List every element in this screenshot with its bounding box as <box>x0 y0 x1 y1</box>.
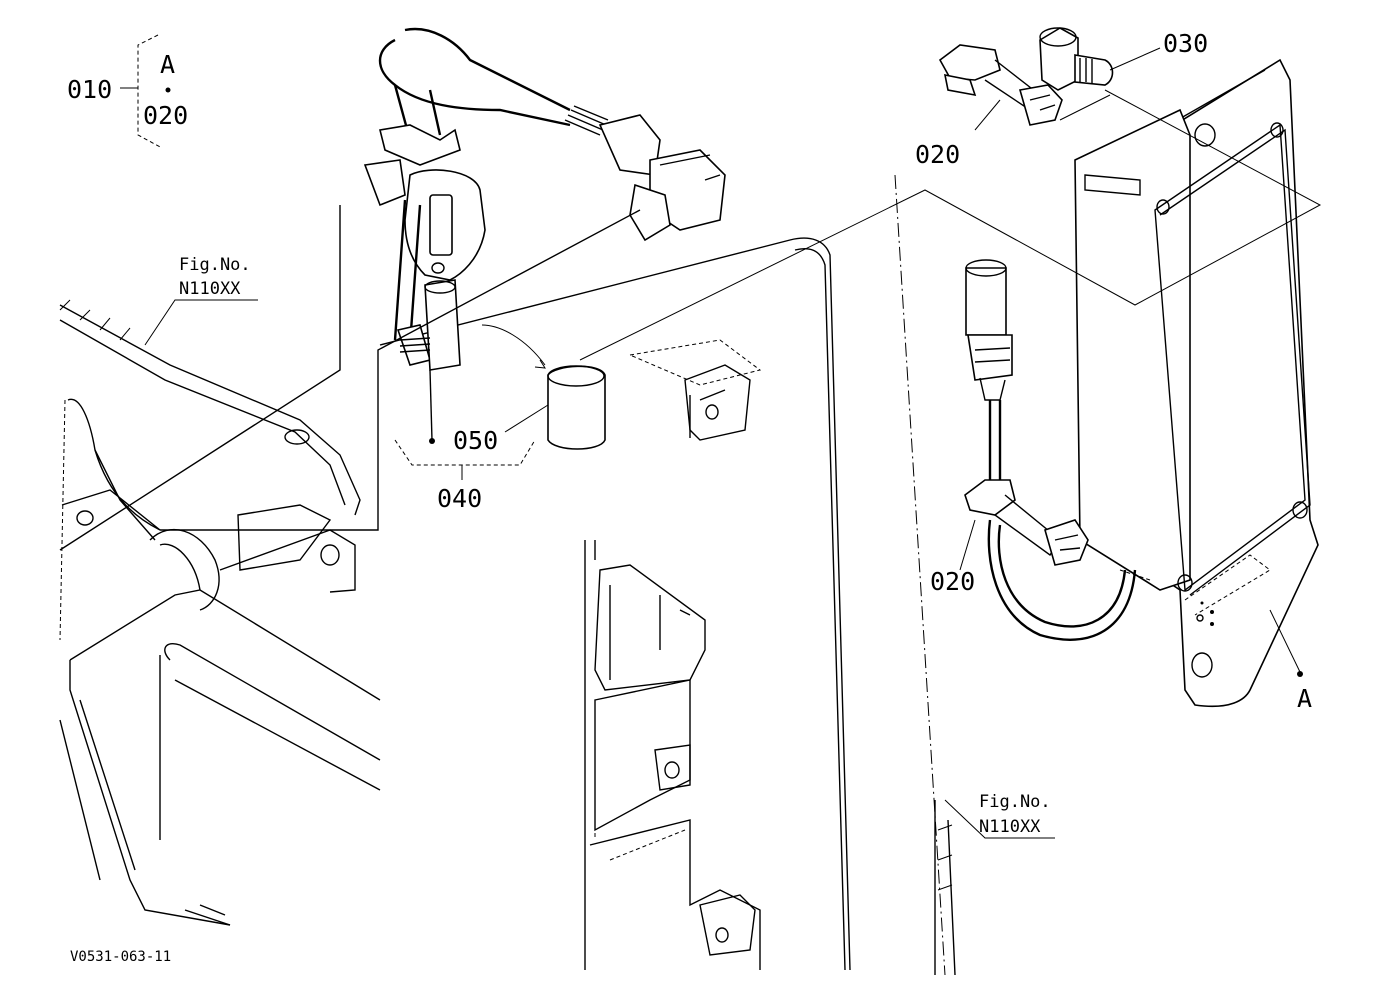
callout-group-letter-a: A <box>160 50 175 79</box>
leader-a-right <box>1269 609 1301 673</box>
cab-door-panel <box>379 237 851 971</box>
sensor-right <box>959 259 1137 641</box>
callout-020-top: 020 <box>915 140 960 169</box>
callout-ref-a: A <box>1297 684 1312 713</box>
clamp-020-top <box>938 44 1063 131</box>
callout-020-mid: 020 <box>930 567 975 596</box>
bracket-010 <box>137 34 163 149</box>
dot-010 <box>165 87 171 93</box>
leader-fig-right <box>944 799 1055 839</box>
frame-left <box>59 299 381 926</box>
leader-020-top <box>1059 94 1111 121</box>
bracket-040 <box>394 439 536 466</box>
cap-050 <box>481 324 606 450</box>
controller-bracket <box>1074 58 1319 708</box>
fig-no-label-right: Fig.No. <box>979 792 1051 812</box>
fig-no-value-left: N110XX <box>179 279 241 299</box>
leader-left-frame <box>59 205 341 551</box>
leader-connector <box>160 209 641 531</box>
hose-assembly <box>363 27 726 444</box>
callout-010: 010 <box>67 75 112 104</box>
fig-no-value-right: N110XX <box>979 817 1041 837</box>
dot-a <box>1297 671 1303 677</box>
boundary-line <box>894 174 946 976</box>
fig-no-label-left: Fig.No. <box>179 255 251 275</box>
plane-outline <box>579 89 1322 361</box>
callout-030: 030 <box>1163 29 1208 58</box>
callout-040: 040 <box>437 484 482 513</box>
frame-right-lower <box>934 800 956 976</box>
callout-020-group: 020 <box>143 101 188 130</box>
drawing-id: V0531-063-11 <box>70 949 171 965</box>
leader-fig-left <box>144 299 258 346</box>
bolt-030 <box>1039 27 1161 91</box>
callout-050: 050 <box>453 426 498 455</box>
